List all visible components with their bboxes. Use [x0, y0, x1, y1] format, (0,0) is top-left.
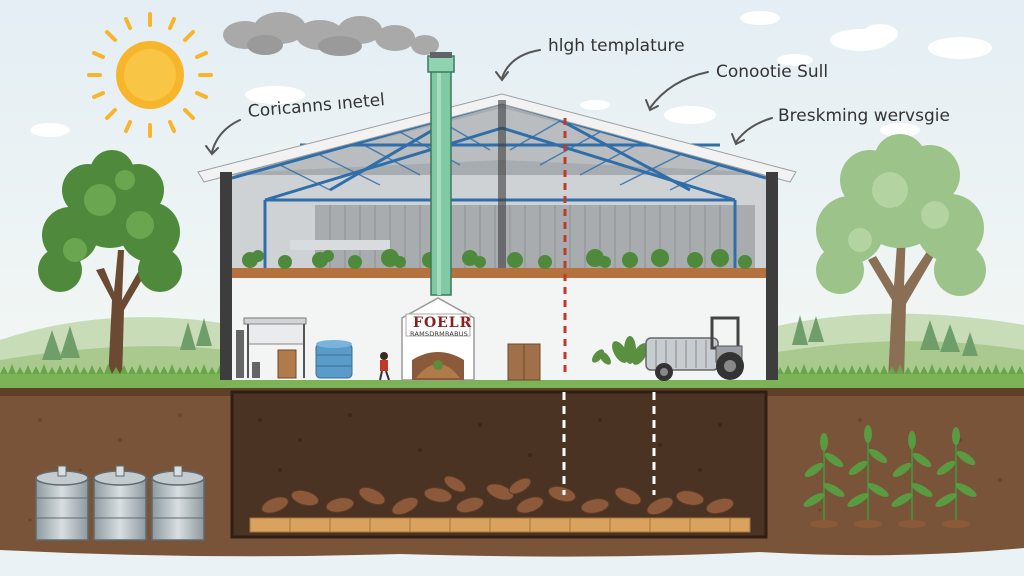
left-tree: [38, 150, 182, 380]
arrow-left: [211, 119, 241, 153]
seedling: [891, 431, 933, 528]
sign-title: FOELR: [413, 315, 473, 331]
underground-digester-pit: [230, 390, 768, 539]
pit-base-slab: [249, 517, 751, 533]
right-tree: [816, 134, 986, 380]
storage-tank: [151, 465, 205, 541]
greenhouse: [197, 93, 797, 381]
storage-tank: [93, 465, 147, 541]
storage-shed: [236, 317, 307, 379]
sign-board: [405, 313, 471, 337]
gas-storage-tanks: [35, 465, 205, 541]
planting-shelf: [232, 268, 766, 278]
seedling: [935, 427, 977, 528]
seedling: [803, 433, 845, 528]
callout-arrows: [205, 49, 773, 156]
arrow-top: [501, 49, 541, 79]
door: [507, 343, 541, 381]
label-right-lower-callout: Breskming wervsgie: [778, 106, 950, 126]
arrow-right-lower: [735, 117, 773, 143]
pine-trees: [42, 315, 978, 360]
water-tank: [315, 340, 353, 379]
sun-icon: [87, 12, 213, 138]
arrow-right-upper: [649, 71, 709, 109]
clouds: [30, 11, 992, 137]
soil-seedlings: [803, 425, 977, 528]
plant: [592, 336, 648, 365]
seedlings: [242, 249, 752, 269]
smoke: [223, 12, 439, 56]
label-right-upper-callout: Conootie Sull: [716, 62, 829, 82]
worker-figure: [379, 352, 390, 381]
storage-tank: [35, 465, 89, 541]
chimney: [427, 52, 455, 296]
label-high-temperature: hlgh templature: [548, 36, 685, 56]
sign-subtitle: RAMSDRMRABUS: [410, 330, 469, 338]
seedling: [847, 425, 889, 528]
tractor-icon: [645, 316, 744, 381]
organic-matter: [261, 475, 735, 516]
